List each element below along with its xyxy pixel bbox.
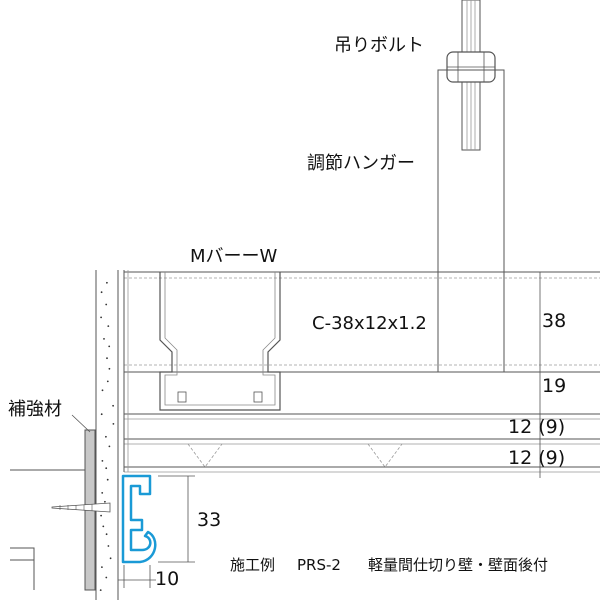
hanging-bolt (446, 0, 496, 151)
dim-33: 33 (197, 509, 221, 531)
base-outline (10, 469, 85, 590)
stipple-dot (100, 316, 102, 319)
caption-code: PRS-2 (297, 556, 341, 574)
stipple-dot (105, 533, 108, 536)
dim-38: 38 (542, 310, 566, 332)
stipple-dot (105, 435, 107, 438)
dim-12-lower: 12 (9) (508, 447, 565, 469)
dim-10: 10 (155, 568, 179, 590)
stipple-dot (112, 404, 114, 407)
stipple-dot (103, 338, 105, 340)
stipple-dot (105, 303, 108, 306)
stipple-dot (101, 389, 104, 392)
caption-description: 軽量間仕切り壁・壁面後付 (368, 556, 548, 574)
stipple-dot (106, 478, 109, 481)
wall-stipple (99, 281, 115, 591)
dim-12-upper: 12 (9) (508, 416, 565, 438)
stipple-dot (101, 460, 104, 462)
stipple-dot (100, 291, 103, 294)
dim-19: 19 (542, 375, 566, 397)
stipple-dot (104, 500, 106, 503)
stipple-dot (108, 345, 111, 348)
label-hanging-bolt: 吊りボルト (334, 35, 424, 56)
stipple-dot (99, 589, 102, 591)
stipple-dot (100, 514, 102, 517)
stipple-dot (105, 576, 108, 579)
molding-profile (121, 474, 157, 564)
stipple-dot (100, 413, 103, 416)
stipple-dot (105, 467, 108, 470)
stipple-dot (106, 380, 109, 383)
stipple-dot (112, 423, 115, 425)
stipple-dot (108, 445, 111, 448)
stipple-dot (109, 557, 112, 560)
label-c-channel: C-38x12x1.2 (312, 313, 427, 334)
stipple-dot (107, 325, 110, 327)
dimension-lines (118, 271, 546, 588)
screw (51, 502, 111, 513)
caption-title: 施工例 (230, 556, 275, 574)
label-m-bar: MバーーW (190, 246, 278, 267)
wall-board (95, 270, 129, 600)
label-adjust-hanger: 調節ハンガー (307, 153, 415, 174)
c-channel (124, 271, 600, 373)
stipple-dot (101, 492, 104, 494)
m-bar (159, 272, 281, 411)
stipple-dot (107, 545, 110, 547)
stipple-dot (108, 367, 111, 370)
ceiling-boards (124, 413, 600, 473)
stipple-dot (106, 357, 108, 360)
label-reinforcement: 補強材 (8, 399, 62, 420)
reinforcement-plate (71, 414, 96, 591)
stipple-dot (102, 525, 105, 528)
stipple-dot (106, 281, 108, 284)
stipple-dot (101, 566, 103, 568)
